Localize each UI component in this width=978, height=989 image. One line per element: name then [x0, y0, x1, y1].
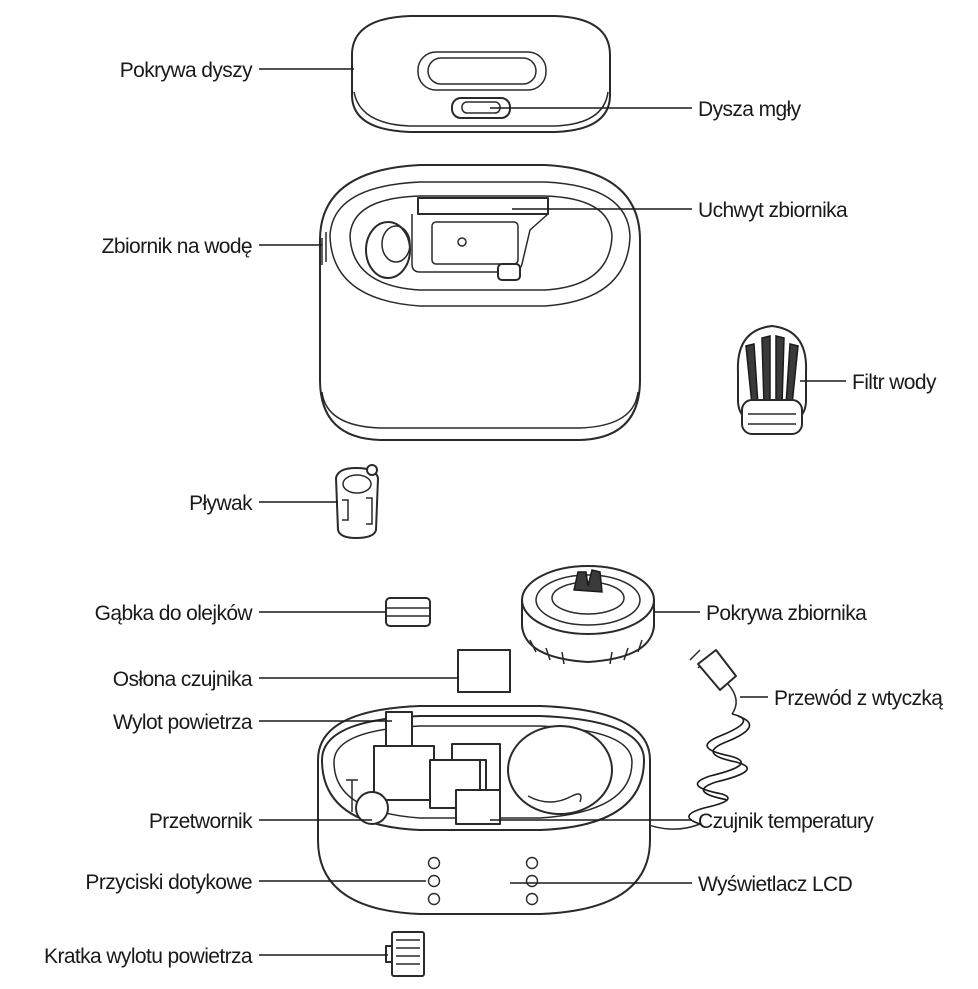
- label-tank-handle: Uchwyt zbiornika: [698, 199, 848, 222]
- oil-sponge-illustration: [385, 597, 431, 627]
- water-tank-illustration: [319, 164, 641, 441]
- leader-lines: [259, 68, 846, 956]
- label-float: Pływak: [189, 492, 253, 515]
- label-transducer: Przetwornik: [149, 810, 253, 833]
- air-outlet-grille-illustration: [385, 931, 425, 977]
- tank-cap-illustration: [521, 565, 655, 665]
- label-oil-sponge: Gąbka do olejków: [95, 602, 254, 625]
- label-touch-buttons: Przyciski dotykowe: [85, 871, 252, 894]
- nozzle-cover-illustration: [351, 15, 611, 133]
- sensor-cover-illustration: [457, 649, 511, 693]
- label-lcd-display: Wyświetlacz LCD: [698, 873, 853, 896]
- label-air-outlet: Wylot powietrza: [113, 711, 253, 734]
- label-sensor-cover: Osłona czujnika: [113, 668, 253, 691]
- label-water-tank: Zbiornik na wodę: [102, 235, 252, 258]
- label-air-outlet-grille: Kratka wylotu powietrza: [44, 945, 253, 968]
- label-mist-nozzle: Dysza mgły: [698, 98, 802, 121]
- power-cord-illustration: [635, 649, 751, 830]
- water-filter-illustration: [736, 325, 808, 435]
- label-tank-cap: Pokrywa zbiornika: [706, 602, 867, 625]
- label-water-filter: Filtr wody: [852, 371, 937, 394]
- label-nozzle-cover: Pokrywa dyszy: [120, 59, 253, 82]
- base-unit-illustration: [317, 705, 651, 915]
- label-temperature-sensor: Czujnik temperatury: [698, 810, 874, 833]
- float-illustration: [335, 464, 379, 539]
- label-power-cord: Przewód z wtyczką: [774, 687, 943, 710]
